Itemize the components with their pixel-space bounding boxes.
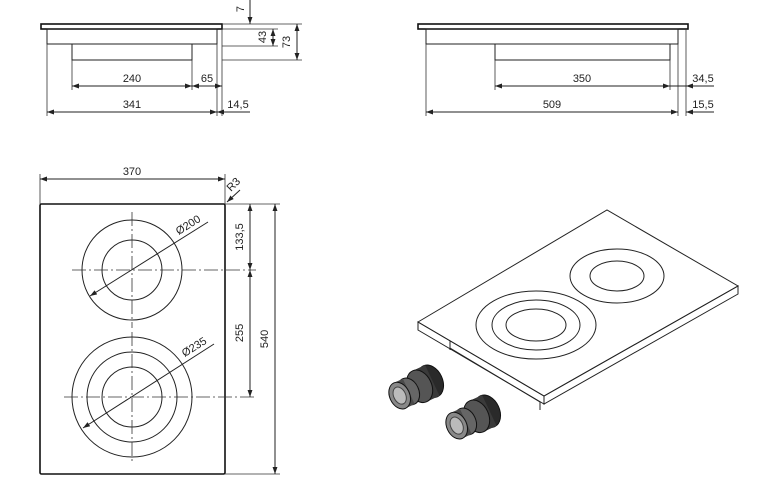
dim-34-5: 34,5 [692,73,713,85]
dim-509: 509 [543,99,561,111]
hob-outline [39,203,226,475]
diameter-line-small [89,221,209,297]
side-view-small: 240 65 341 14,5 7 43 73 [40,0,302,116]
dim-341: 341 [123,99,141,111]
dim-350: 350 [573,73,591,85]
hob-body [46,28,218,45]
iso-zone-small-inner [589,260,645,292]
hob-glass-iso [417,209,740,397]
control-knob-icon [445,394,502,440]
dim-15-5: 15,5 [692,99,713,111]
dim-240: 240 [123,73,141,85]
iso-zone-small [569,248,665,304]
dim-540: 540 [259,330,271,348]
isometric-view [388,209,740,440]
top-view: 370 R3 Ø200 Ø235 133,5 255 540 [39,166,280,475]
iso-zone-large [475,290,597,360]
iso-zone-large-inner [505,308,567,342]
hob-lower-box [494,43,671,61]
glass-top [40,23,223,30]
control-knob-icon [388,364,445,410]
hob-body [425,28,679,45]
hob-lower-box [71,43,193,61]
radius-label: R3 [225,176,243,194]
diameter-line-large [82,343,215,429]
side-view-large: 350 34,5 509 15,5 [417,23,714,116]
dim-14-5: 14,5 [227,99,248,111]
dim-43: 43 [257,31,269,43]
dim-255: 255 [234,324,246,342]
dim-370: 370 [123,166,141,178]
dim-7: 7 [235,6,247,12]
dim-73: 73 [281,36,293,48]
dim-65: 65 [201,73,213,85]
iso-zone-large-mid [491,299,581,351]
glass-top [417,23,689,30]
dim-133-5: 133,5 [234,223,246,251]
radius-leader [226,189,241,203]
